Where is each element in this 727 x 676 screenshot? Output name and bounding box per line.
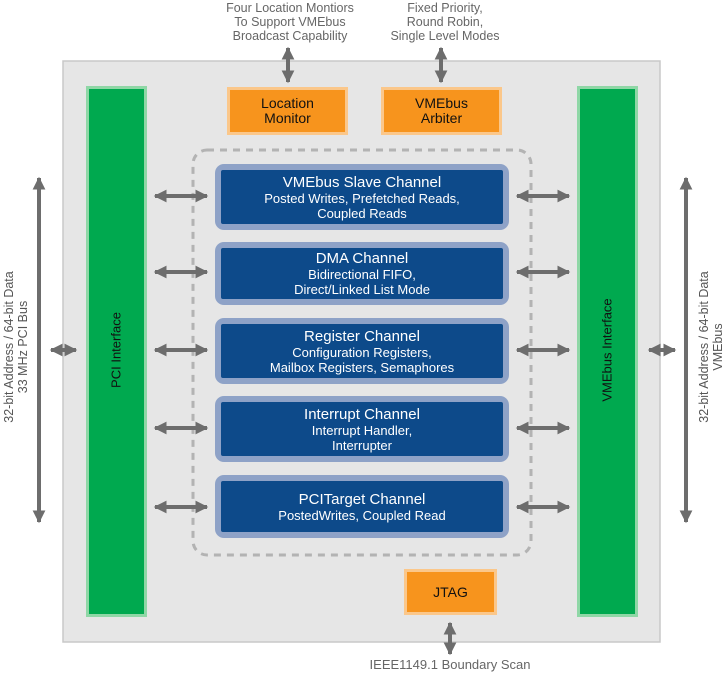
channel-detail: Mailbox Registers, Semaphores	[269, 359, 455, 375]
channel-title: DMA Channel	[315, 250, 409, 267]
pci-interface-block	[86, 86, 147, 617]
pci-target-channel: PCITarget Channel PostedWrites, Coupled …	[215, 475, 509, 538]
location-monitor-block: Location Monitor	[227, 87, 348, 135]
jtag-label: JTAG	[433, 583, 468, 600]
arbiter-note: Fixed Priority, Round Robin, Single Leve…	[375, 1, 515, 43]
arbiter-note-line: Single Level Modes	[390, 29, 500, 43]
vmebus-bus-label-line: 32-bit Address / 64-bit Data	[697, 271, 711, 423]
channel-detail: Configuration Registers,	[292, 344, 432, 360]
channel-detail: PostedWrites, Coupled Read	[278, 507, 446, 523]
vmebus-interface-label: VMEbus Interface	[599, 298, 615, 402]
location-monitor-label: Monitor	[264, 110, 311, 126]
channel-title: Interrupt Channel	[304, 405, 420, 423]
channel-detail: Coupled Reads	[317, 205, 407, 221]
channel-title: PCITarget Channel	[298, 490, 426, 508]
jtag-block: JTAG	[404, 569, 497, 615]
boundary-scan-note: IEEE1149.1 Boundary Scan	[369, 657, 531, 672]
vmebus-arbiter-label: VMEbus	[415, 95, 468, 111]
location-monitor-note-line: To Support VMEbus	[234, 15, 346, 29]
arbiter-note-line: Round Robin,	[406, 15, 484, 29]
channel-detail: Interrupt Handler,	[311, 422, 413, 438]
vmebus-bus-label-line: VMEbus	[711, 323, 725, 371]
vmebus-bus-label: 32-bit Address / 64-bit Data VMEbus	[697, 271, 725, 422]
vmebus-arbiter-block: VMEbus Arbiter	[381, 87, 502, 135]
arbiter-note-line: Fixed Priority,	[407, 1, 483, 15]
pci-bus-label-line: 33 MHz PCI Bus	[16, 300, 30, 394]
vmebus-interface-block	[577, 86, 638, 617]
location-monitor-note-line: Broadcast Capability	[232, 29, 348, 43]
channel-detail: Direct/Linked List Mode	[294, 282, 430, 297]
location-monitor-note-line: Four Location Montiors	[226, 1, 354, 15]
location-monitor-note: Four Location Montiors To Support VMEbus…	[210, 1, 370, 43]
register-channel: Register Channel Configuration Registers…	[215, 318, 509, 384]
vmebus-slave-channel: VMEbus Slave Channel Posted Writes, Pref…	[215, 164, 509, 230]
channel-detail: Interrupter	[332, 437, 392, 453]
channel-title: VMEbus Slave Channel	[282, 173, 442, 191]
channel-title: Register Channel	[304, 327, 420, 345]
pci-bus-label: 32-bit Address / 64-bit Data 33 MHz PCI …	[2, 271, 30, 422]
location-monitor-label: Location	[261, 95, 314, 111]
vmebus-arbiter-label: Arbiter	[420, 110, 463, 126]
pci-interface-label: PCI Interface	[108, 312, 124, 388]
interrupt-channel: Interrupt Channel Interrupt Handler, Int…	[215, 396, 509, 462]
pci-bus-label-line: 32-bit Address / 64-bit Data	[2, 271, 16, 423]
dma-channel: DMA Channel Bidirectional FIFO, Direct/L…	[215, 242, 509, 305]
channel-detail: Bidirectional FIFO,	[308, 267, 416, 282]
channel-detail: Posted Writes, Prefetched Reads,	[264, 190, 460, 206]
